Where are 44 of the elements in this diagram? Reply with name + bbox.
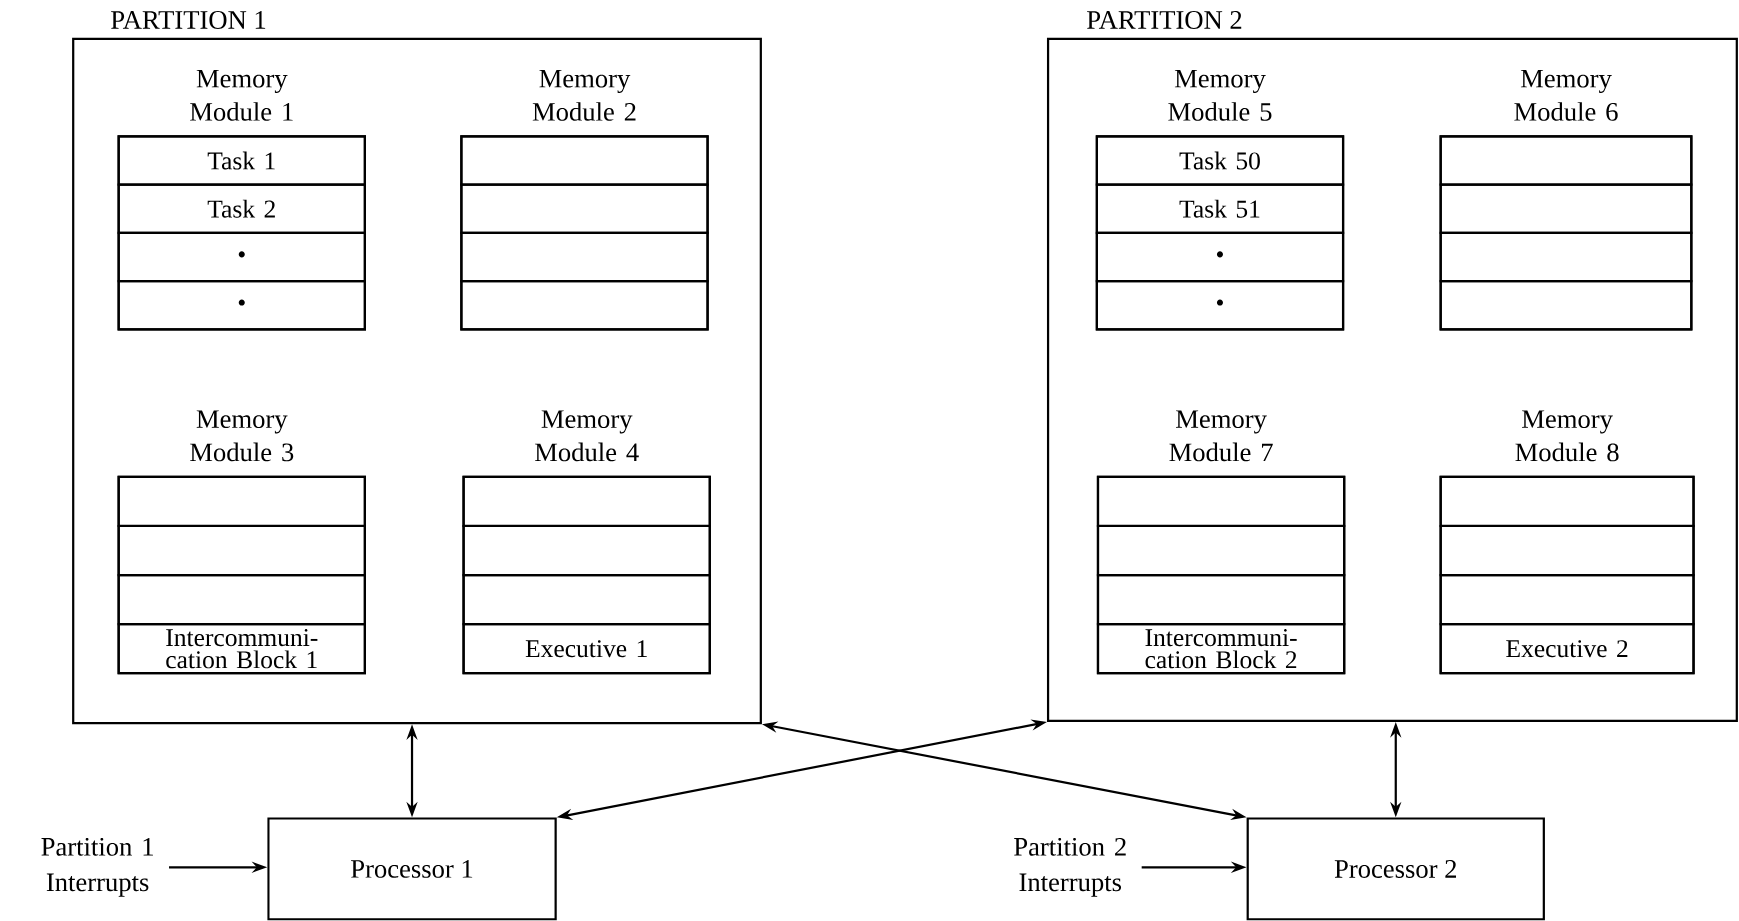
memory-cell: Executive 2 (1439, 623, 1695, 675)
node-label: Memory Module 1 (190, 70, 293, 122)
memory-cell (1439, 280, 1693, 331)
memory-cell (117, 525, 366, 577)
memory-cell: Task 2 (117, 183, 366, 235)
memory-cell (460, 183, 709, 235)
memory-cell: • (117, 280, 366, 331)
memory-cell: Intercommuni- cation Block 1 (117, 623, 366, 675)
memory-cell (1096, 574, 1346, 626)
interrupt-label: Partition 2 Interrupts (1014, 838, 1126, 897)
memory-cell (462, 525, 711, 577)
node-label: Memory Module 5 (1168, 70, 1272, 122)
memory-cell: Task 1 (117, 135, 366, 187)
memory-cell: • (1095, 280, 1345, 331)
memory-cell (462, 574, 711, 626)
node-label: Memory Module 7 (1169, 410, 1273, 462)
memory-cell (1439, 183, 1693, 235)
memory-cell: Intercommuni- cation Block 2 (1096, 623, 1346, 675)
node-label: Memory Module 4 (534, 410, 639, 462)
memory-cell: • (1095, 232, 1345, 283)
memory-cell (1439, 525, 1695, 577)
node-label: Memory Module 6 (1514, 70, 1618, 122)
memory-cell (460, 280, 709, 331)
memory-cell (117, 476, 366, 528)
memory-cell (1439, 476, 1695, 528)
memory-cell: Task 50 (1095, 135, 1345, 187)
node-label: Memory Module 8 (1515, 410, 1619, 462)
interrupt-label: Partition 1 Interrupts (41, 838, 153, 897)
processor-box: Processor 1 (267, 817, 557, 921)
memory-cell (117, 574, 366, 626)
memory-cell (460, 232, 709, 283)
memory-cell: Executive 1 (462, 623, 711, 675)
node-label: Memory Module 2 (532, 70, 636, 122)
node-label: PARTITION 2 (1087, 11, 1242, 30)
node-label: PARTITION 1 (111, 11, 266, 30)
memory-cell: Task 51 (1095, 183, 1345, 235)
memory-cell (1096, 476, 1346, 528)
memory-cell (1096, 525, 1346, 577)
processor-box: Processor 2 (1246, 817, 1545, 921)
memory-cell: • (117, 232, 366, 283)
memory-cell (462, 476, 711, 528)
node-label: Memory Module 3 (190, 410, 294, 462)
memory-cell (1439, 232, 1693, 283)
memory-cell (1439, 574, 1695, 626)
